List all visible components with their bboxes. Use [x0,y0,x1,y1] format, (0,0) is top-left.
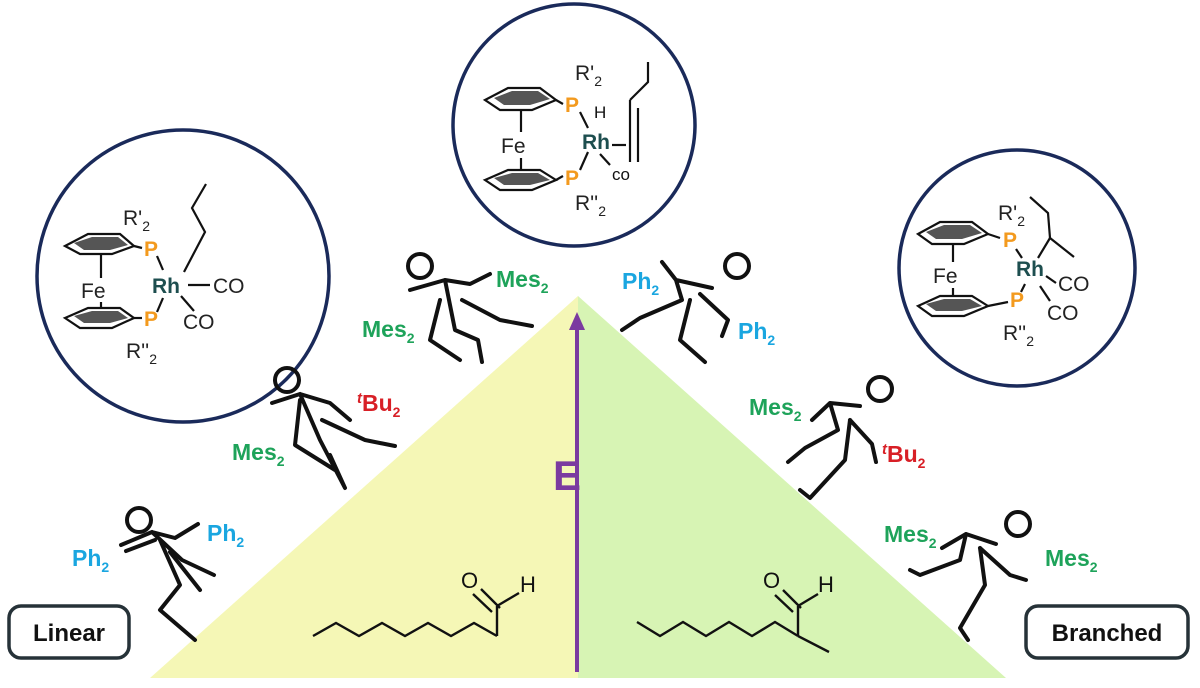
r-prime-label: R'2 [123,207,150,234]
ferrocene-icon [915,220,1009,318]
p-lower: P [565,167,579,190]
linear-aldehyde-oxygen: O [461,568,478,593]
branched-aldehyde-hydrogen: H [818,572,834,597]
energy-label: E [553,452,581,499]
rh-label: Rh [152,275,180,298]
rh-label: Rh [1016,258,1044,281]
co-label: co [612,165,630,184]
p-upper: P [144,238,158,261]
p-lower: P [144,308,158,331]
fe-label: Fe [81,280,106,303]
mes-label-left-top-upper: Mes2 [496,266,549,296]
r-dprime-label: R''2 [1003,322,1034,349]
r-prime-label: R'2 [998,202,1025,229]
co-lower: CO [1047,302,1079,325]
co-upper: CO [213,275,245,298]
ferrocene-icon [62,232,143,330]
linear-aldehyde-hydrogen: H [520,572,536,597]
ferrocene-icon [482,86,564,192]
linear-aldehyde-structure [312,588,520,638]
linear-alkyl-complex: Fe P P Rh CO CO R'2 R''2 [35,128,331,424]
branched-aldehyde-structure [636,589,830,654]
ph-label-right-top-lower: Ph2 [738,318,775,348]
p-lower: P [1010,289,1024,312]
r-dprime-label: R''2 [126,340,157,367]
rh-label: Rh [582,131,610,154]
r-prime-label: R'2 [575,62,602,89]
tbu-label-right: tBu2 [882,441,926,471]
mes-label-right-bottom-right: Mes2 [1045,545,1098,575]
branched-button[interactable]: Branched [1024,604,1190,660]
mes-label-left-mid: Mes2 [232,439,285,469]
p-upper: P [1003,229,1017,252]
branched-energy-region [578,296,1006,678]
mes-label-right-bottom-left: Mes2 [884,521,937,551]
branched-alkyl-complex: Fe P P Rh CO CO R'2 R''2 [897,148,1137,388]
ph-label-left-top: Ph2 [207,520,244,550]
mes-label-left-top-lower: Mes2 [362,316,415,346]
h-label: H [594,103,606,122]
branched-aldehyde-oxygen: O [763,568,780,593]
ph-label-left-bottom: Ph2 [72,545,109,575]
branched-button-label: Branched [1052,620,1163,647]
tbu-label-left: tBu2 [357,390,401,420]
fe-label: Fe [501,135,526,158]
p-upper: P [565,94,579,117]
ph-label-right-top-upper: Ph2 [622,268,659,298]
linear-button[interactable]: Linear [7,604,131,660]
linear-button-label: Linear [33,620,105,647]
up-arrow-icon [569,312,585,330]
linear-energy-region [150,296,578,678]
co-upper: CO [1058,273,1090,296]
fe-label: Fe [933,265,958,288]
running-figure-icon [119,252,1032,642]
r-dprime-label: R''2 [575,192,606,219]
co-lower: CO [183,311,215,334]
hydride-alkene-complex: Fe P P Rh H co R'2 R''2 [451,2,697,248]
mes-label-right-mid: Mes2 [749,394,802,424]
